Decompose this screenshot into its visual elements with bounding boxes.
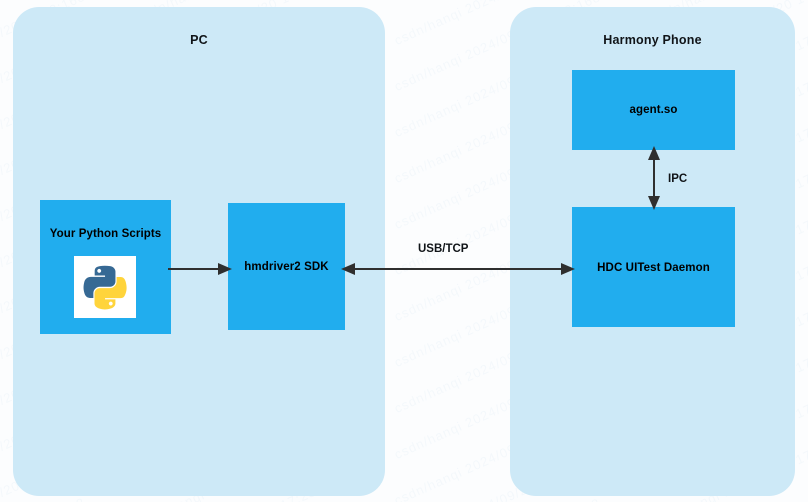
node-hmdriver2-sdk-label: hmdriver2 SDK bbox=[244, 261, 329, 273]
node-agent-so[interactable]: agent.so bbox=[572, 70, 735, 150]
node-your-python-scripts-label: Your Python Scripts bbox=[49, 228, 162, 240]
node-your-python-scripts[interactable]: Your Python Scripts bbox=[40, 200, 171, 334]
node-hdc-uitest-daemon-label: HDC UITest Daemon bbox=[597, 262, 710, 274]
panel-pc-title: PC bbox=[190, 33, 208, 47]
edge-label-usb-tcp: USB/TCP bbox=[418, 243, 469, 255]
arrow-ipc bbox=[648, 146, 660, 210]
node-hmdriver2-sdk[interactable]: hmdriver2 SDK bbox=[228, 203, 345, 330]
arrow-usb-tcp bbox=[341, 263, 575, 275]
edge-label-ipc: IPC bbox=[668, 173, 688, 185]
panel-harmony-phone-title: Harmony Phone bbox=[603, 33, 702, 47]
node-agent-so-label: agent.so bbox=[629, 104, 678, 116]
node-hdc-uitest-daemon[interactable]: HDC UITest Daemon bbox=[572, 207, 735, 327]
arrow-python-to-sdk bbox=[168, 263, 232, 275]
python-logo-icon bbox=[74, 256, 136, 318]
